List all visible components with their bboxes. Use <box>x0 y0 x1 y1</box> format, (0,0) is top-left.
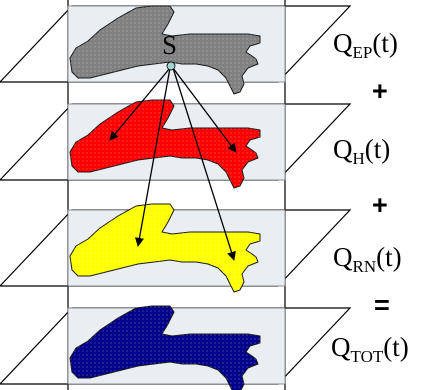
arrow-to-rn-right <box>172 67 236 261</box>
layer-rn <box>0 203 352 293</box>
equation-tot: QTOT(t) <box>331 332 409 366</box>
arrow-to-h-right <box>172 67 237 153</box>
equation-ep: QEP(t) <box>333 28 398 62</box>
source-point <box>166 61 176 71</box>
equation-rn: QRN(t) <box>333 242 402 276</box>
layer-h <box>0 99 352 189</box>
layer-tot <box>0 305 352 390</box>
equation-h: QH(t) <box>333 134 390 168</box>
arrow-to-rn-left <box>134 67 171 247</box>
source-arrows <box>109 67 237 261</box>
source-label: S <box>162 30 177 60</box>
arrow-to-h-left <box>109 67 171 141</box>
operator-plus-1: + <box>372 76 388 106</box>
operator-equals: = <box>374 290 390 320</box>
layer-ep <box>0 5 352 95</box>
operator-plus-2: + <box>372 190 388 220</box>
